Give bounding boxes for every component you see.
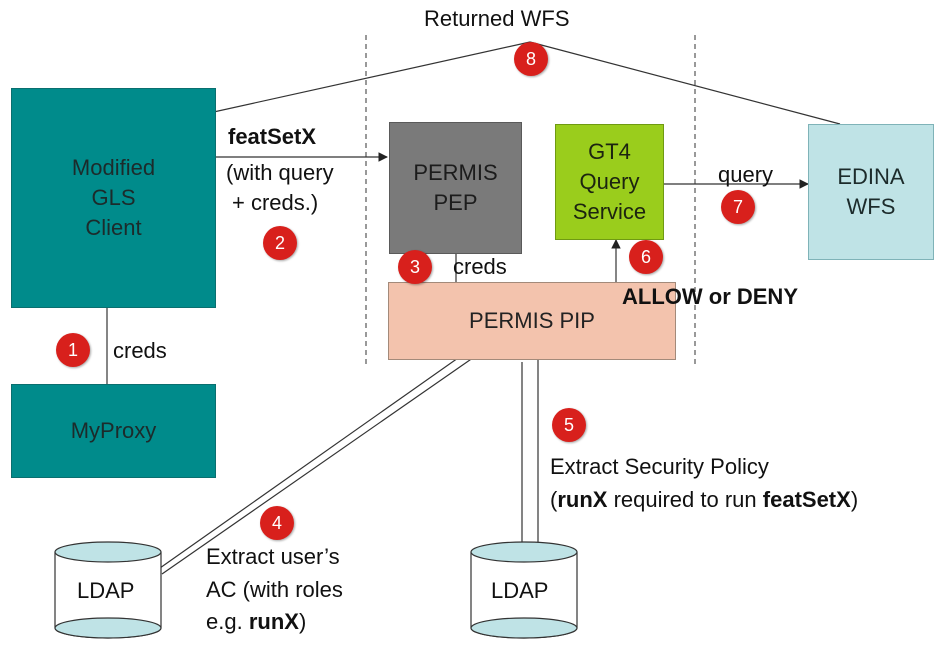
gt4-query-service-box: GT4 Query Service: [555, 124, 664, 240]
step-badge-7: 7: [721, 190, 755, 224]
step-badge-8: 8: [514, 42, 548, 76]
allow-deny-label: ALLOW or DENY: [622, 284, 798, 309]
ldap-left-line-b: [161, 345, 491, 575]
returned-line-left: [199, 41, 531, 118]
step-badge-5: 5: [552, 408, 586, 442]
creds-label-step3: creds: [453, 254, 507, 279]
plus-creds-label: + creds.): [232, 190, 319, 215]
creds-label-step1: creds: [113, 338, 167, 363]
query-label: query: [718, 162, 774, 187]
returned-line-right: [529, 41, 841, 125]
featsetx-label: featSetX: [228, 124, 317, 149]
step4-line3: e.g. runX): [206, 609, 307, 634]
step4-line1: Extract user’s: [206, 544, 340, 569]
ldap-left-line-a: [159, 338, 486, 569]
step-badge-4: 4: [260, 506, 294, 540]
step4-line2: AC (with roles: [206, 577, 343, 602]
ldap-left-label: LDAP: [77, 578, 135, 603]
permis-pip-box: PERMIS PIP: [388, 282, 676, 360]
edina-wfs-box: EDINA WFS: [808, 124, 934, 260]
step-badge-1: 1: [56, 333, 90, 367]
step5-line2: (runX required to run featSetX): [550, 487, 859, 512]
ldap-mid-cylinder: [470, 541, 578, 639]
step-badge-6: 6: [629, 240, 663, 274]
modified-gls-client-box: Modified GLS Client: [11, 88, 216, 308]
step-badge-3: 3: [398, 250, 432, 284]
with-query-label: (with query: [226, 160, 334, 185]
permis-pep-box: PERMIS PEP: [389, 122, 522, 254]
returned-wfs-label: Returned WFS: [424, 6, 570, 31]
myproxy-box: MyProxy: [11, 384, 216, 478]
ldap-left-cylinder: [54, 541, 162, 639]
step5-line1: Extract Security Policy: [550, 454, 769, 479]
ldap-mid-label: LDAP: [491, 578, 549, 603]
step-badge-2: 2: [263, 226, 297, 260]
